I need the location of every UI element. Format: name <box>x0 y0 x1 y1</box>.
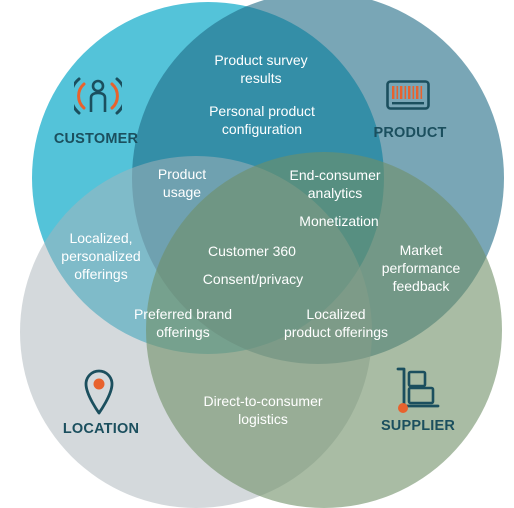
person-signal-icon <box>74 77 122 115</box>
customer-set-label: CUSTOMER <box>53 131 139 147</box>
supplier-circle <box>146 152 502 508</box>
map-pin-icon <box>84 369 114 415</box>
region-label: Monetization <box>299 213 379 229</box>
region-label: Customer 360 <box>208 243 296 259</box>
location-set-label: LOCATION <box>62 421 140 437</box>
supplier-set-label: SUPPLIER <box>380 418 456 434</box>
hand-truck-icon <box>396 367 440 413</box>
region-label: Consent/privacy <box>202 271 304 287</box>
product-set-label: PRODUCT <box>373 125 447 141</box>
barcode-icon <box>386 80 430 110</box>
